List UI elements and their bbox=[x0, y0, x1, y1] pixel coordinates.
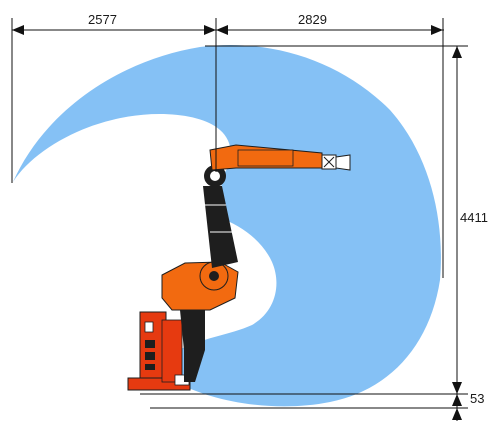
robot-lower-arm bbox=[203, 186, 238, 268]
dim-base-offset: 53 bbox=[470, 391, 484, 406]
robot-pedestal bbox=[180, 310, 205, 382]
work-envelope bbox=[13, 45, 441, 407]
dimension-arrows bbox=[12, 25, 462, 420]
robot-base bbox=[127, 311, 191, 391]
robot-wrist bbox=[321, 154, 351, 171]
dimension-lines bbox=[11, 18, 468, 421]
dim-height-total: 4411 bbox=[460, 210, 488, 225]
dim-reach-right: 2829 bbox=[298, 12, 327, 27]
dim-reach-left: 2577 bbox=[88, 12, 117, 27]
